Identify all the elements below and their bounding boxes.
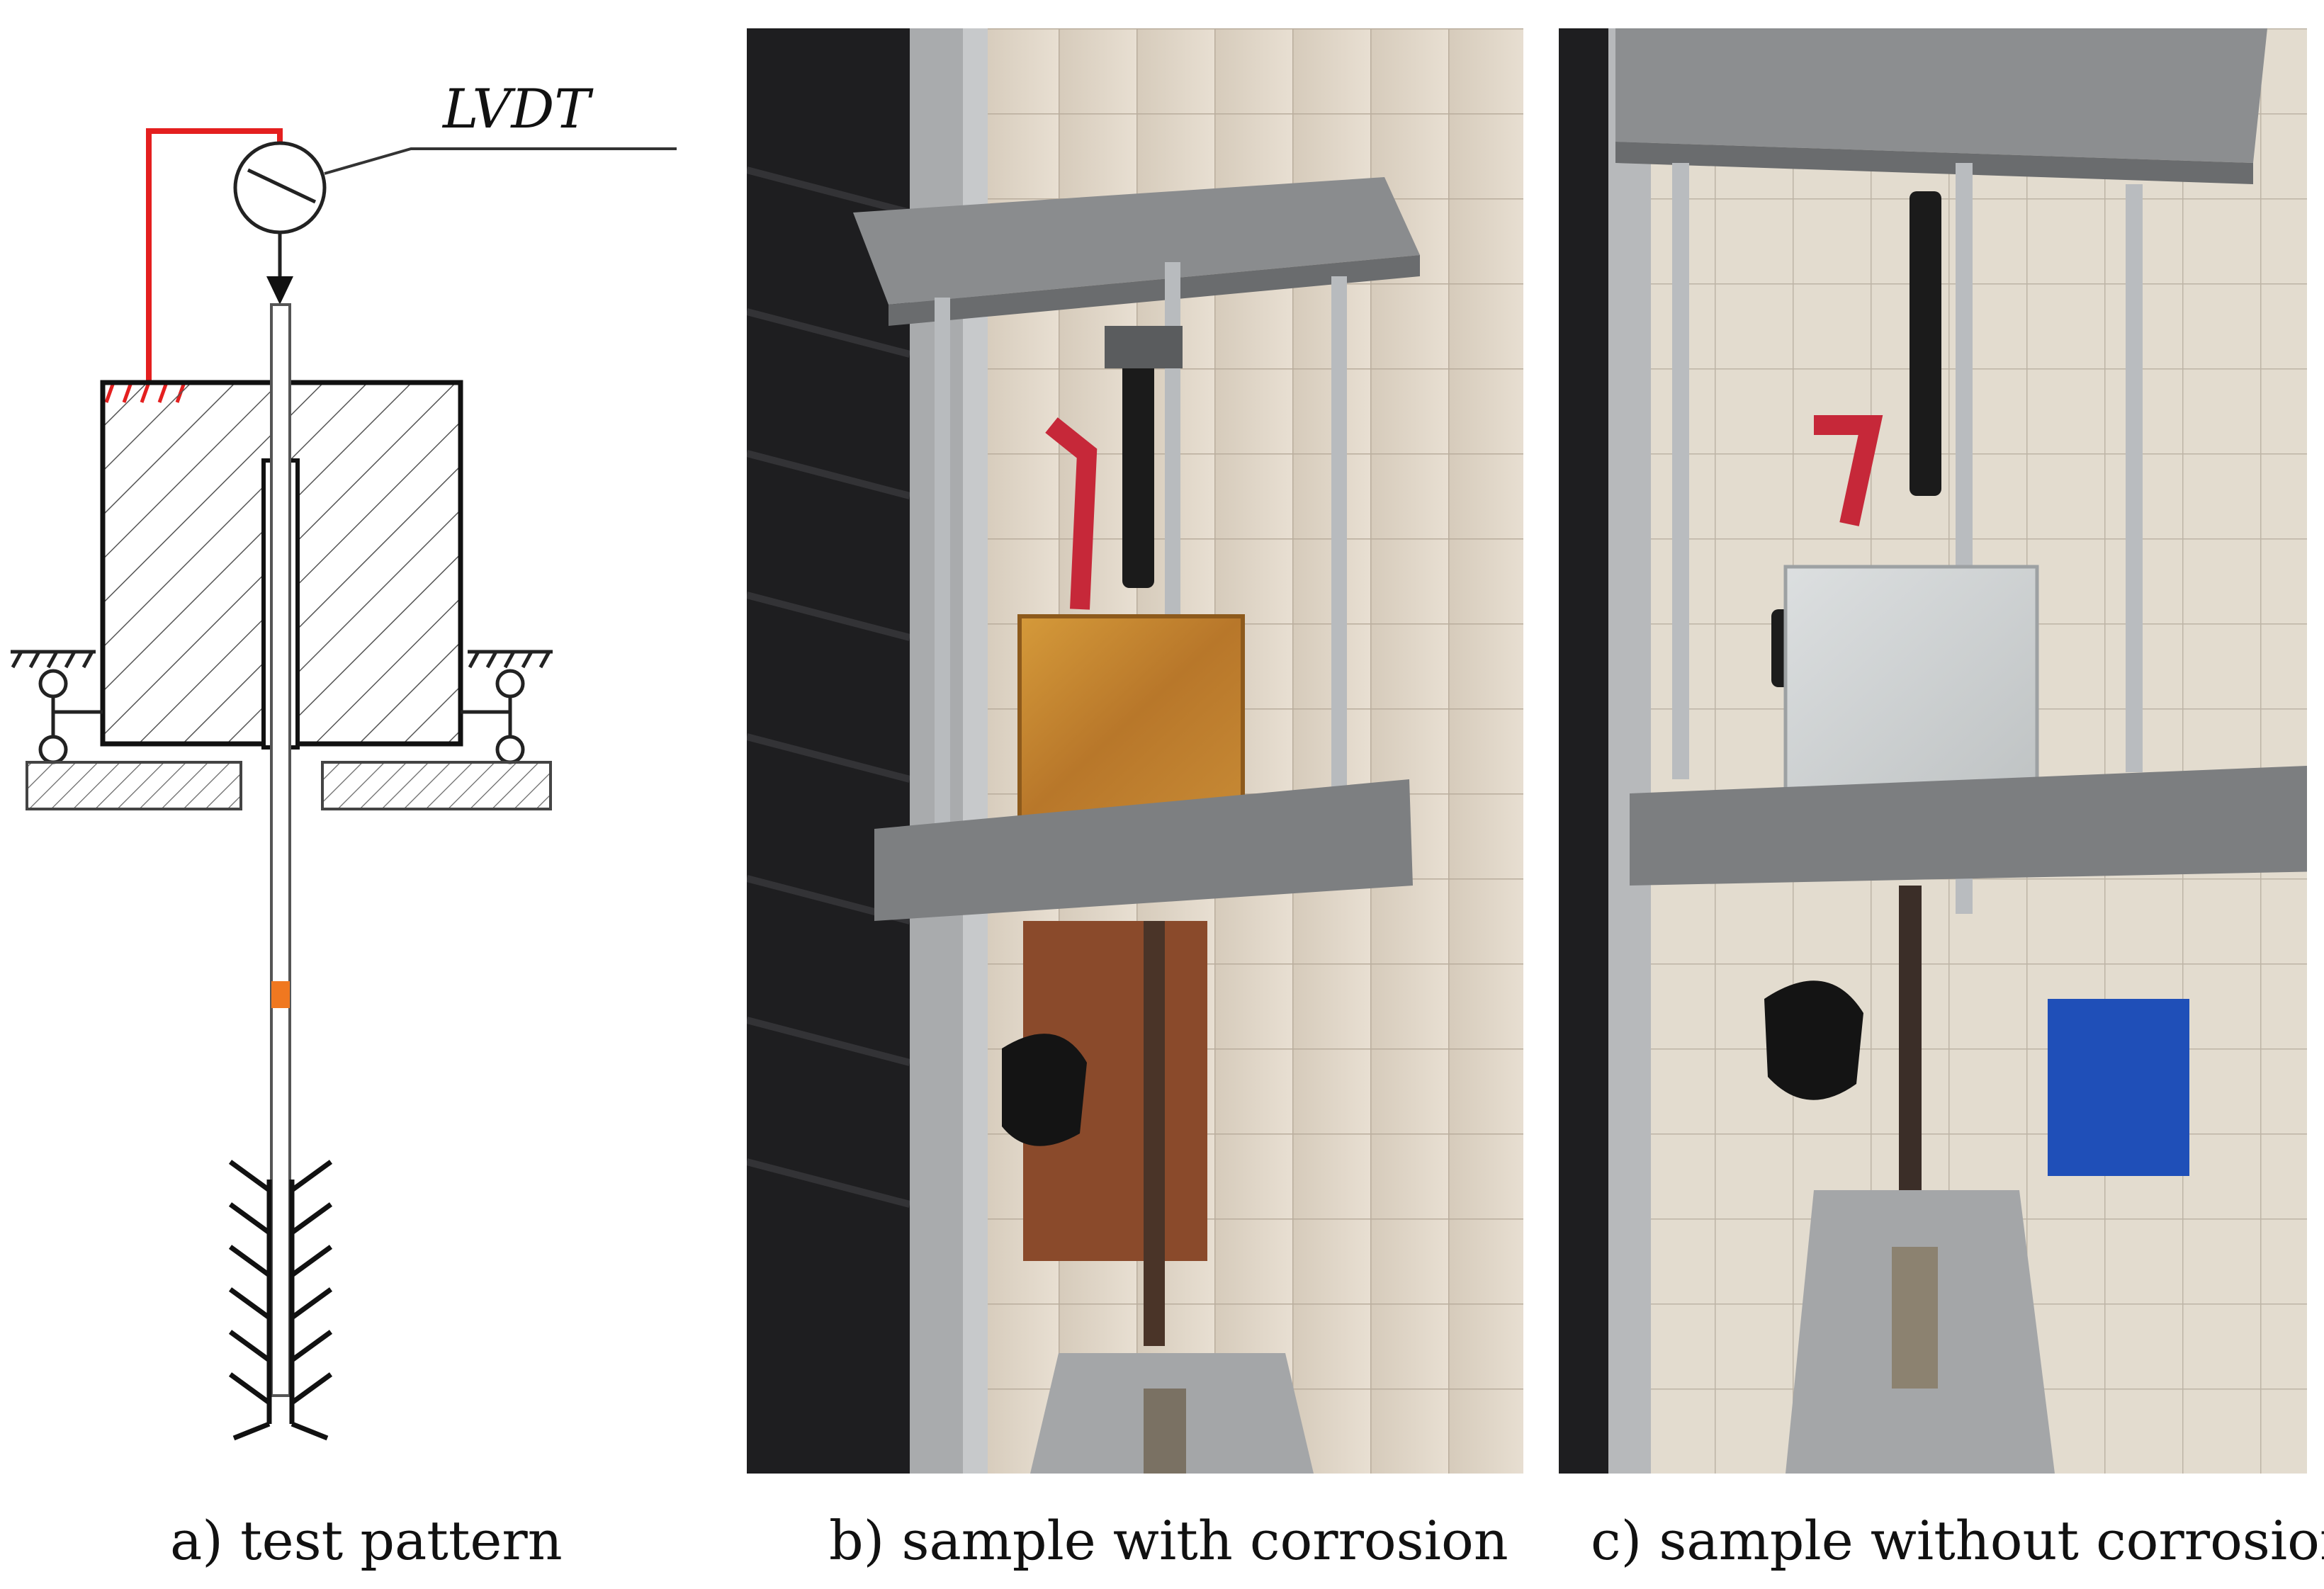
support-left [11, 650, 103, 764]
photo-sample-without-corrosion [1559, 28, 2307, 1474]
base-plate-left [26, 761, 242, 810]
caption-test-pattern: a) test pattern [170, 1509, 563, 1572]
photo-c-illustration [1559, 28, 2307, 1474]
caption-sample-with-corrosion: b) sample with corrosion [829, 1509, 1508, 1572]
support-right [461, 650, 553, 764]
bottom-grip [228, 1160, 333, 1441]
photo-sample-with-corrosion [747, 28, 1523, 1474]
probe-tip [266, 276, 293, 305]
test-pattern-diagram: LVDT [0, 0, 709, 1459]
test-pattern-svg: LVDT [11, 77, 677, 1441]
lvdt-gauge-icon [233, 141, 327, 234]
base-plate-right [321, 761, 552, 810]
rebar [270, 303, 291, 1397]
photo-b-illustration [747, 28, 1523, 1474]
plain-specimen [1783, 565, 2039, 796]
lvdt-label: LVDT [441, 77, 594, 140]
corroded-specimen [1017, 614, 1245, 824]
caption-sample-without-corrosion: c) sample without corrosion [1591, 1509, 2324, 1572]
rebar-marker [271, 981, 290, 1008]
lvdt-signal-line [324, 147, 677, 175]
fixture-frame-line [146, 128, 283, 383]
